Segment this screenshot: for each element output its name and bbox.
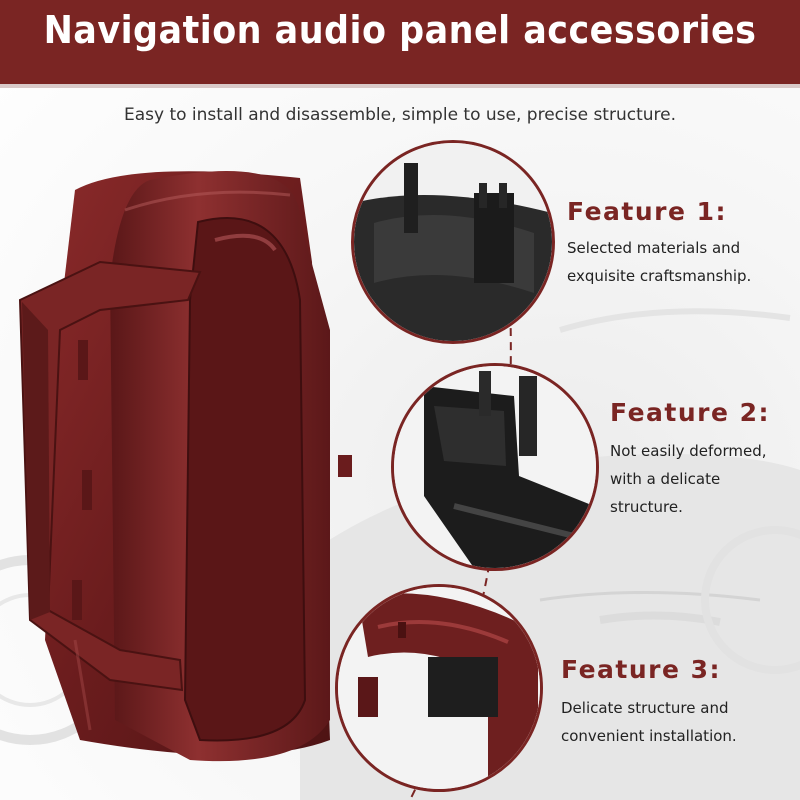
subtitle: Easy to install and disassemble, simple … [123,105,677,125]
page-title: Navigation audio panel accessories [43,8,757,52]
feature-2-desc-line: Not easily deformed, [610,442,767,460]
feature-3-desc-line: convenient installation. [561,727,737,745]
feature-1-detail-image [351,140,555,344]
feature-2-desc-line: structure. [610,498,683,516]
feature-1-desc-line: Selected materials and [567,239,741,257]
feature-2-title: Feature 2: [610,398,771,427]
wood-panel-frame-image [18,171,352,762]
feature-3-detail-image [335,584,543,792]
header-bar: Navigation audio panel accessories [0,0,800,84]
feature-3-description: Delicate structure and convenient instal… [561,694,796,750]
feature-3-desc-line: Delicate structure and [561,699,729,717]
feature-3-title: Feature 3: [561,655,722,684]
feature-2-desc-line: with a delicate [610,470,721,488]
feature-1-title: Feature 1: [567,197,728,226]
feature-1-description: Selected materials and exquisite craftsm… [567,234,797,290]
header-divider [0,84,800,88]
feature-2-detail-image [391,363,599,571]
feature-1-desc-line: exquisite craftsmanship. [567,267,752,285]
feature-2-description: Not easily deformed, with a delicate str… [610,437,800,521]
